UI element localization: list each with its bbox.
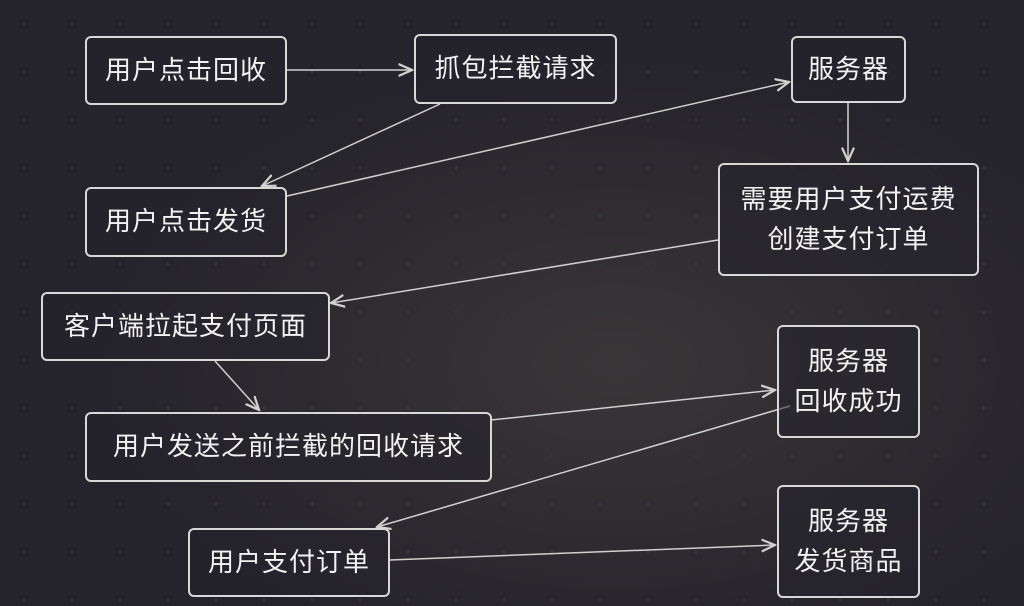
node-label: 用户发送之前拦截的回收请求 [112,432,464,462]
node-label: 创建支付订单 [767,224,930,255]
arrow-9-10 [389,545,775,561]
node-label: 需要用户支付运费 [740,184,957,215]
node-label: 服务器 [807,506,889,537]
node-user-pay-order: 用户支付订单 [188,528,390,597]
node-label: 用户支付订单 [207,547,370,578]
node-label: 用户点击发货 [104,207,267,237]
arrow-2-4 [262,103,441,186]
arrow-7-9 [377,405,791,527]
node-label: 用户点击回收 [104,55,267,86]
node-server-recycle-success: 服务器回收成功 [777,325,920,438]
node-label: 回收成功 [794,386,903,417]
node-user-click-ship: 用户点击发货 [85,187,287,257]
node-label: 服务器 [807,346,889,377]
arrow-6-8 [214,360,259,410]
node-label: 抓包拦截请求 [434,54,597,84]
arrow-5-6 [331,239,719,303]
node-client-payment-page: 客户端拉起支付页面 [41,292,330,361]
node-label: 客户端拉起支付页面 [63,311,307,342]
arrow-8-7 [490,390,775,421]
node-intercept-request: 抓包拦截请求 [414,34,617,104]
node-user-click-recycle: 用户点击回收 [85,36,287,105]
node-server: 服务器 [791,36,906,103]
node-send-intercepted-request: 用户发送之前拦截的回收请求 [85,412,492,482]
node-server-ship-goods: 服务器发货商品 [777,485,920,598]
node-label: 服务器 [807,54,889,85]
arrow-4-3 [286,82,789,197]
node-create-payment-order: 需要用户支付运费创建支付订单 [718,163,979,276]
node-label: 发货商品 [794,546,903,577]
